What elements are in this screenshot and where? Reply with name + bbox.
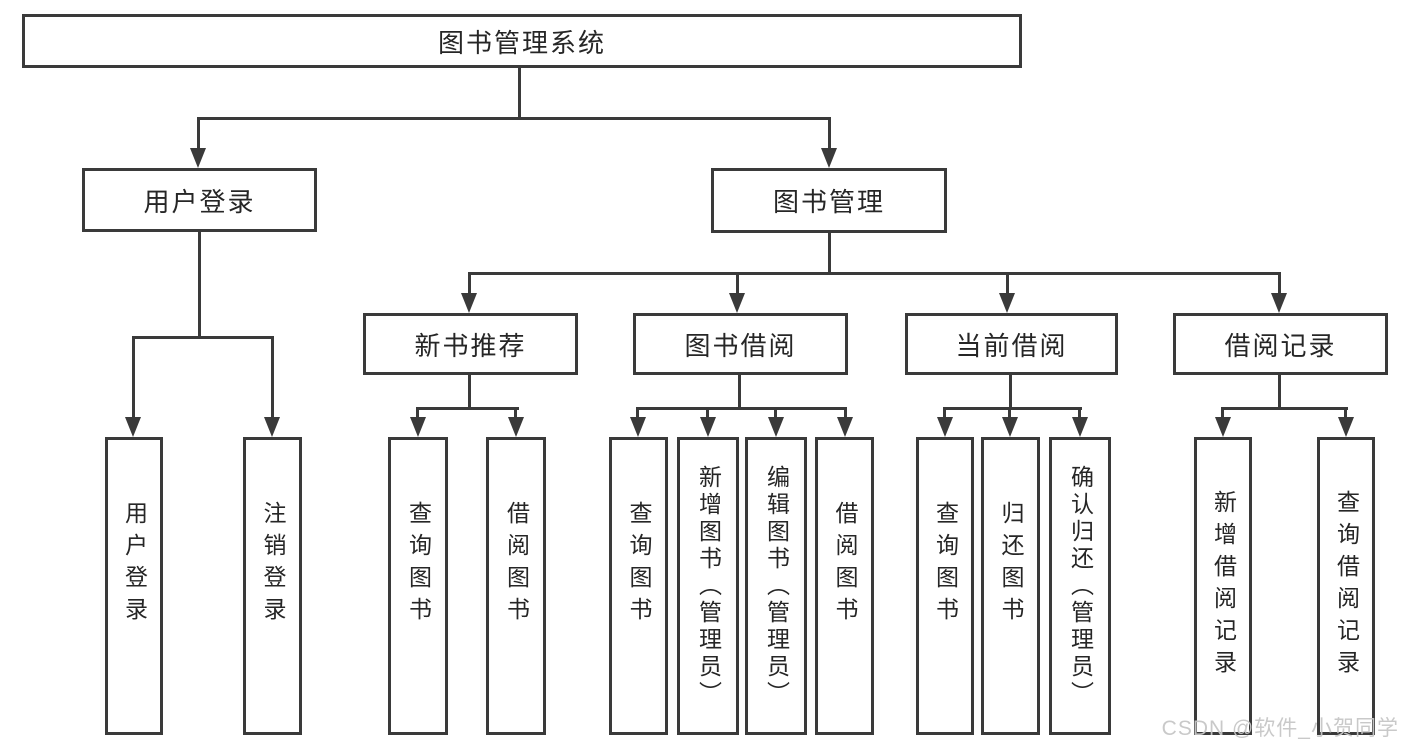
edge-user-login-rail: [132, 336, 274, 339]
arrowhead-new-book: [461, 293, 477, 313]
edge-sec2-rail: [943, 407, 1082, 410]
leaf-query-borrow-record-label: 查询借阅记录: [1333, 490, 1360, 682]
arrowhead-sec2-leaf0: [937, 417, 953, 437]
edge-sec1-drop1: [706, 407, 709, 421]
leaf-query-book-recommend-label: 查询图书: [405, 501, 432, 629]
leaf-logout: 注销登录: [243, 437, 302, 735]
leaf-borrow-book-borrowing: 借阅图书: [815, 437, 874, 735]
node-library-system: 图书管理系统: [22, 14, 1022, 68]
node-library-system-label: 图书管理系统: [437, 27, 606, 58]
leaf-confirm-return-admin: 确认归还（管理员）: [1049, 437, 1111, 735]
node-new-book-recommend: 新书推荐: [363, 313, 578, 375]
arrowhead-user-login: [190, 148, 206, 168]
arrowhead-sec2-leaf1: [1002, 417, 1018, 437]
arrowhead-leaf-login: [125, 417, 141, 437]
leaf-query-book-current: 查询图书: [916, 437, 974, 735]
edge-sec1-stem: [738, 374, 741, 410]
edge-drop-user-login: [197, 117, 200, 151]
edge-book-mgmt-stem: [828, 231, 831, 275]
edge-drop-book-mgmt: [828, 117, 831, 151]
leaf-query-borrow-record: 查询借阅记录: [1317, 437, 1375, 735]
leaf-query-book-current-label: 查询图书: [932, 501, 959, 629]
arrowhead-book-borrow: [729, 293, 745, 313]
leaf-logout-label: 注销登录: [260, 501, 286, 629]
edge-sec3-stem: [1278, 374, 1281, 410]
edge-sec2-drop2: [1078, 407, 1081, 421]
node-new-book-recommend-label: 新书推荐: [414, 330, 527, 361]
edge-level3-rail: [468, 272, 1281, 275]
edge-sec0-rail: [416, 407, 519, 410]
leaf-borrow-book-recommend: 借阅图书: [486, 437, 546, 735]
edge-drop-book-borrow: [736, 272, 739, 297]
leaf-add-borrow-record: 新增借阅记录: [1194, 437, 1252, 735]
edge-level2-rail: [197, 117, 831, 120]
arrowhead-leaf-logout: [264, 417, 280, 437]
edge-sec3-drop0: [1221, 407, 1224, 421]
node-borrowing-records-label: 借阅记录: [1224, 330, 1337, 361]
leaf-query-book-borrowing: 查询图书: [609, 437, 668, 735]
leaf-query-book-recommend: 查询图书: [388, 437, 448, 735]
leaf-edit-book-admin: 编辑图书（管理员）: [745, 437, 807, 735]
edge-sec0-drop1: [514, 407, 517, 421]
edge-sec0-stem: [468, 374, 471, 410]
edge-sec1-drop3: [844, 407, 847, 421]
node-book-management: 图书管理: [711, 168, 947, 233]
arrowhead-sec1-leaf1: [700, 417, 716, 437]
edge-drop-current-borrow: [1006, 272, 1009, 297]
node-borrowing-records: 借阅记录: [1173, 313, 1388, 375]
leaf-borrow-book-borrowing-label: 借阅图书: [832, 501, 858, 629]
arrowhead-sec0-leaf1: [508, 417, 524, 437]
node-current-borrowing: 当前借阅: [905, 313, 1118, 375]
node-book-management-label: 图书管理: [772, 187, 885, 217]
node-book-borrowing: 图书借阅: [633, 313, 848, 375]
edge-root-stem: [518, 67, 521, 118]
edge-drop-leaf-logout: [271, 336, 274, 419]
edge-drop-borrow-records: [1278, 272, 1281, 297]
watermark: CSDN @软件_小贺同学: [1161, 717, 1399, 740]
leaf-edit-book-admin-label: 编辑图书（管理员）: [763, 464, 790, 708]
leaf-add-book-admin: 新增图书（管理员）: [677, 437, 739, 735]
leaf-user-login: 用户登录: [105, 437, 163, 735]
node-current-borrowing-label: 当前借阅: [955, 330, 1068, 361]
edge-sec2-drop0: [943, 407, 946, 421]
leaf-confirm-return-admin-label: 确认归还（管理员）: [1067, 464, 1094, 708]
edge-user-login-stem: [198, 231, 201, 338]
arrowhead-sec2-leaf2: [1072, 417, 1088, 437]
arrowhead-sec1-leaf0: [630, 417, 646, 437]
arrowhead-book-mgmt: [821, 148, 837, 168]
node-user-login: 用户登录: [82, 168, 317, 232]
edge-sec2-stem: [1009, 374, 1012, 410]
edge-sec3-drop1: [1344, 407, 1347, 421]
arrowhead-sec3-leaf0: [1215, 417, 1231, 437]
arrowhead-sec1-leaf2: [768, 417, 784, 437]
edge-sec2-drop1: [1008, 407, 1011, 421]
edge-sec1-rail: [636, 407, 847, 410]
node-book-borrowing-label: 图书借阅: [684, 330, 797, 361]
leaf-add-book-admin-label: 新增图书（管理员）: [695, 464, 722, 708]
leaf-return-book-label: 归还图书: [998, 501, 1024, 629]
arrowhead-sec3-leaf1: [1338, 417, 1354, 437]
node-user-login-label: 用户登录: [143, 186, 256, 217]
leaf-return-book: 归还图书: [981, 437, 1040, 735]
arrowhead-current-borrow: [999, 293, 1015, 313]
arrowhead-borrow-records: [1271, 293, 1287, 313]
edge-sec0-drop0: [416, 407, 419, 421]
arrowhead-sec1-leaf3: [837, 417, 853, 437]
leaf-add-borrow-record-label: 新增借阅记录: [1210, 490, 1237, 682]
edge-sec1-drop0: [636, 407, 639, 421]
edge-drop-new-book: [468, 272, 471, 297]
edge-sec1-drop2: [774, 407, 777, 421]
leaf-user-login-label: 用户登录: [121, 501, 148, 629]
edge-sec3-rail: [1221, 407, 1348, 410]
edge-drop-leaf-login: [132, 336, 135, 419]
leaf-query-book-borrowing-label: 查询图书: [626, 501, 652, 629]
arrowhead-sec0-leaf0: [410, 417, 426, 437]
leaf-borrow-book-recommend-label: 借阅图书: [503, 501, 530, 629]
